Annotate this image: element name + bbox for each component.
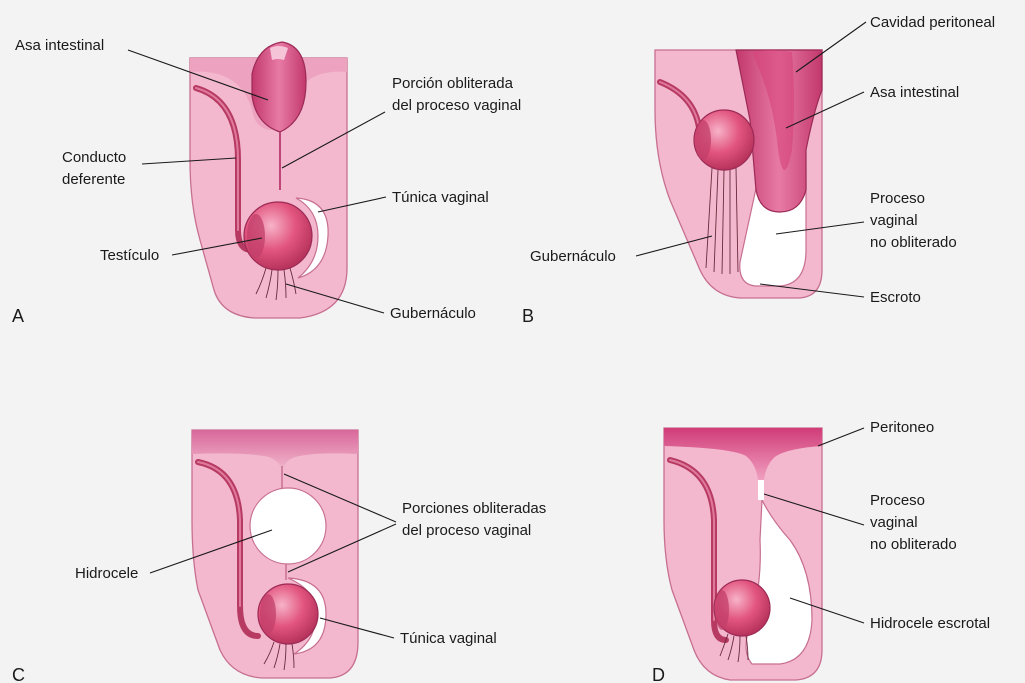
panel-c-drawing (192, 430, 358, 678)
label-conducto-line2: deferente (62, 171, 125, 188)
label-porciones-line2: del proceso vaginal (402, 522, 531, 539)
label-asa-intestinal-a: Asa intestinal (15, 37, 104, 54)
label-proceso-d-line3: no obliterado (870, 536, 957, 553)
label-peritoneo: Peritoneo (870, 419, 934, 436)
panel-c: C Porciones obliteradas del proceso vagi… (12, 430, 546, 683)
label-tunica-vaginal-c: Túnica vaginal (400, 630, 497, 647)
label-asa-intestinal-b: Asa intestinal (870, 84, 959, 101)
label-proceso-b-line2: vaginal (870, 212, 918, 229)
panel-c-letter: C (12, 665, 25, 683)
label-conducto-line1: Conducto (62, 149, 126, 166)
panel-b-letter: B (522, 306, 534, 326)
label-testiculo: Testículo (100, 247, 159, 264)
leader-peritoneo (818, 428, 864, 446)
label-gubernaculo-b: Gubernáculo (530, 248, 616, 265)
label-proceso-b-line1: Proceso (870, 190, 925, 207)
label-porcion-obliterada-line1: Porción obliterada (392, 75, 514, 92)
panel-a: A Asa intestinal Porción obliterada del … (12, 37, 521, 326)
leader-cavidad-peritoneal (796, 22, 866, 72)
label-tunica-vaginal-a: Túnica vaginal (392, 189, 489, 206)
label-porcion-obliterada-line2: del proceso vaginal (392, 97, 521, 114)
panel-d-letter: D (652, 665, 665, 683)
label-hidrocele: Hidrocele (75, 565, 138, 582)
panel-a-drawing (190, 42, 347, 318)
label-porciones-line1: Porciones obliteradas (402, 500, 546, 517)
label-cavidad-peritoneal: Cavidad peritoneal (870, 14, 995, 31)
panel-d: D Peritoneo Proceso vaginal no obliterad… (652, 419, 990, 683)
label-escroto: Escroto (870, 289, 921, 306)
panel-d-drawing (664, 428, 822, 680)
label-proceso-d-line1: Proceso (870, 492, 925, 509)
label-proceso-d-line2: vaginal (870, 514, 918, 531)
panel-b-drawing (655, 50, 822, 298)
panel-a-letter: A (12, 306, 24, 326)
label-gubernaculo-a: Gubernáculo (390, 305, 476, 322)
label-hidrocele-escrotal: Hidrocele escrotal (870, 615, 990, 632)
label-proceso-b-line3: no obliterado (870, 234, 957, 251)
panel-b: B Cavidad peritoneal Asa intestinal Proc… (522, 14, 995, 326)
